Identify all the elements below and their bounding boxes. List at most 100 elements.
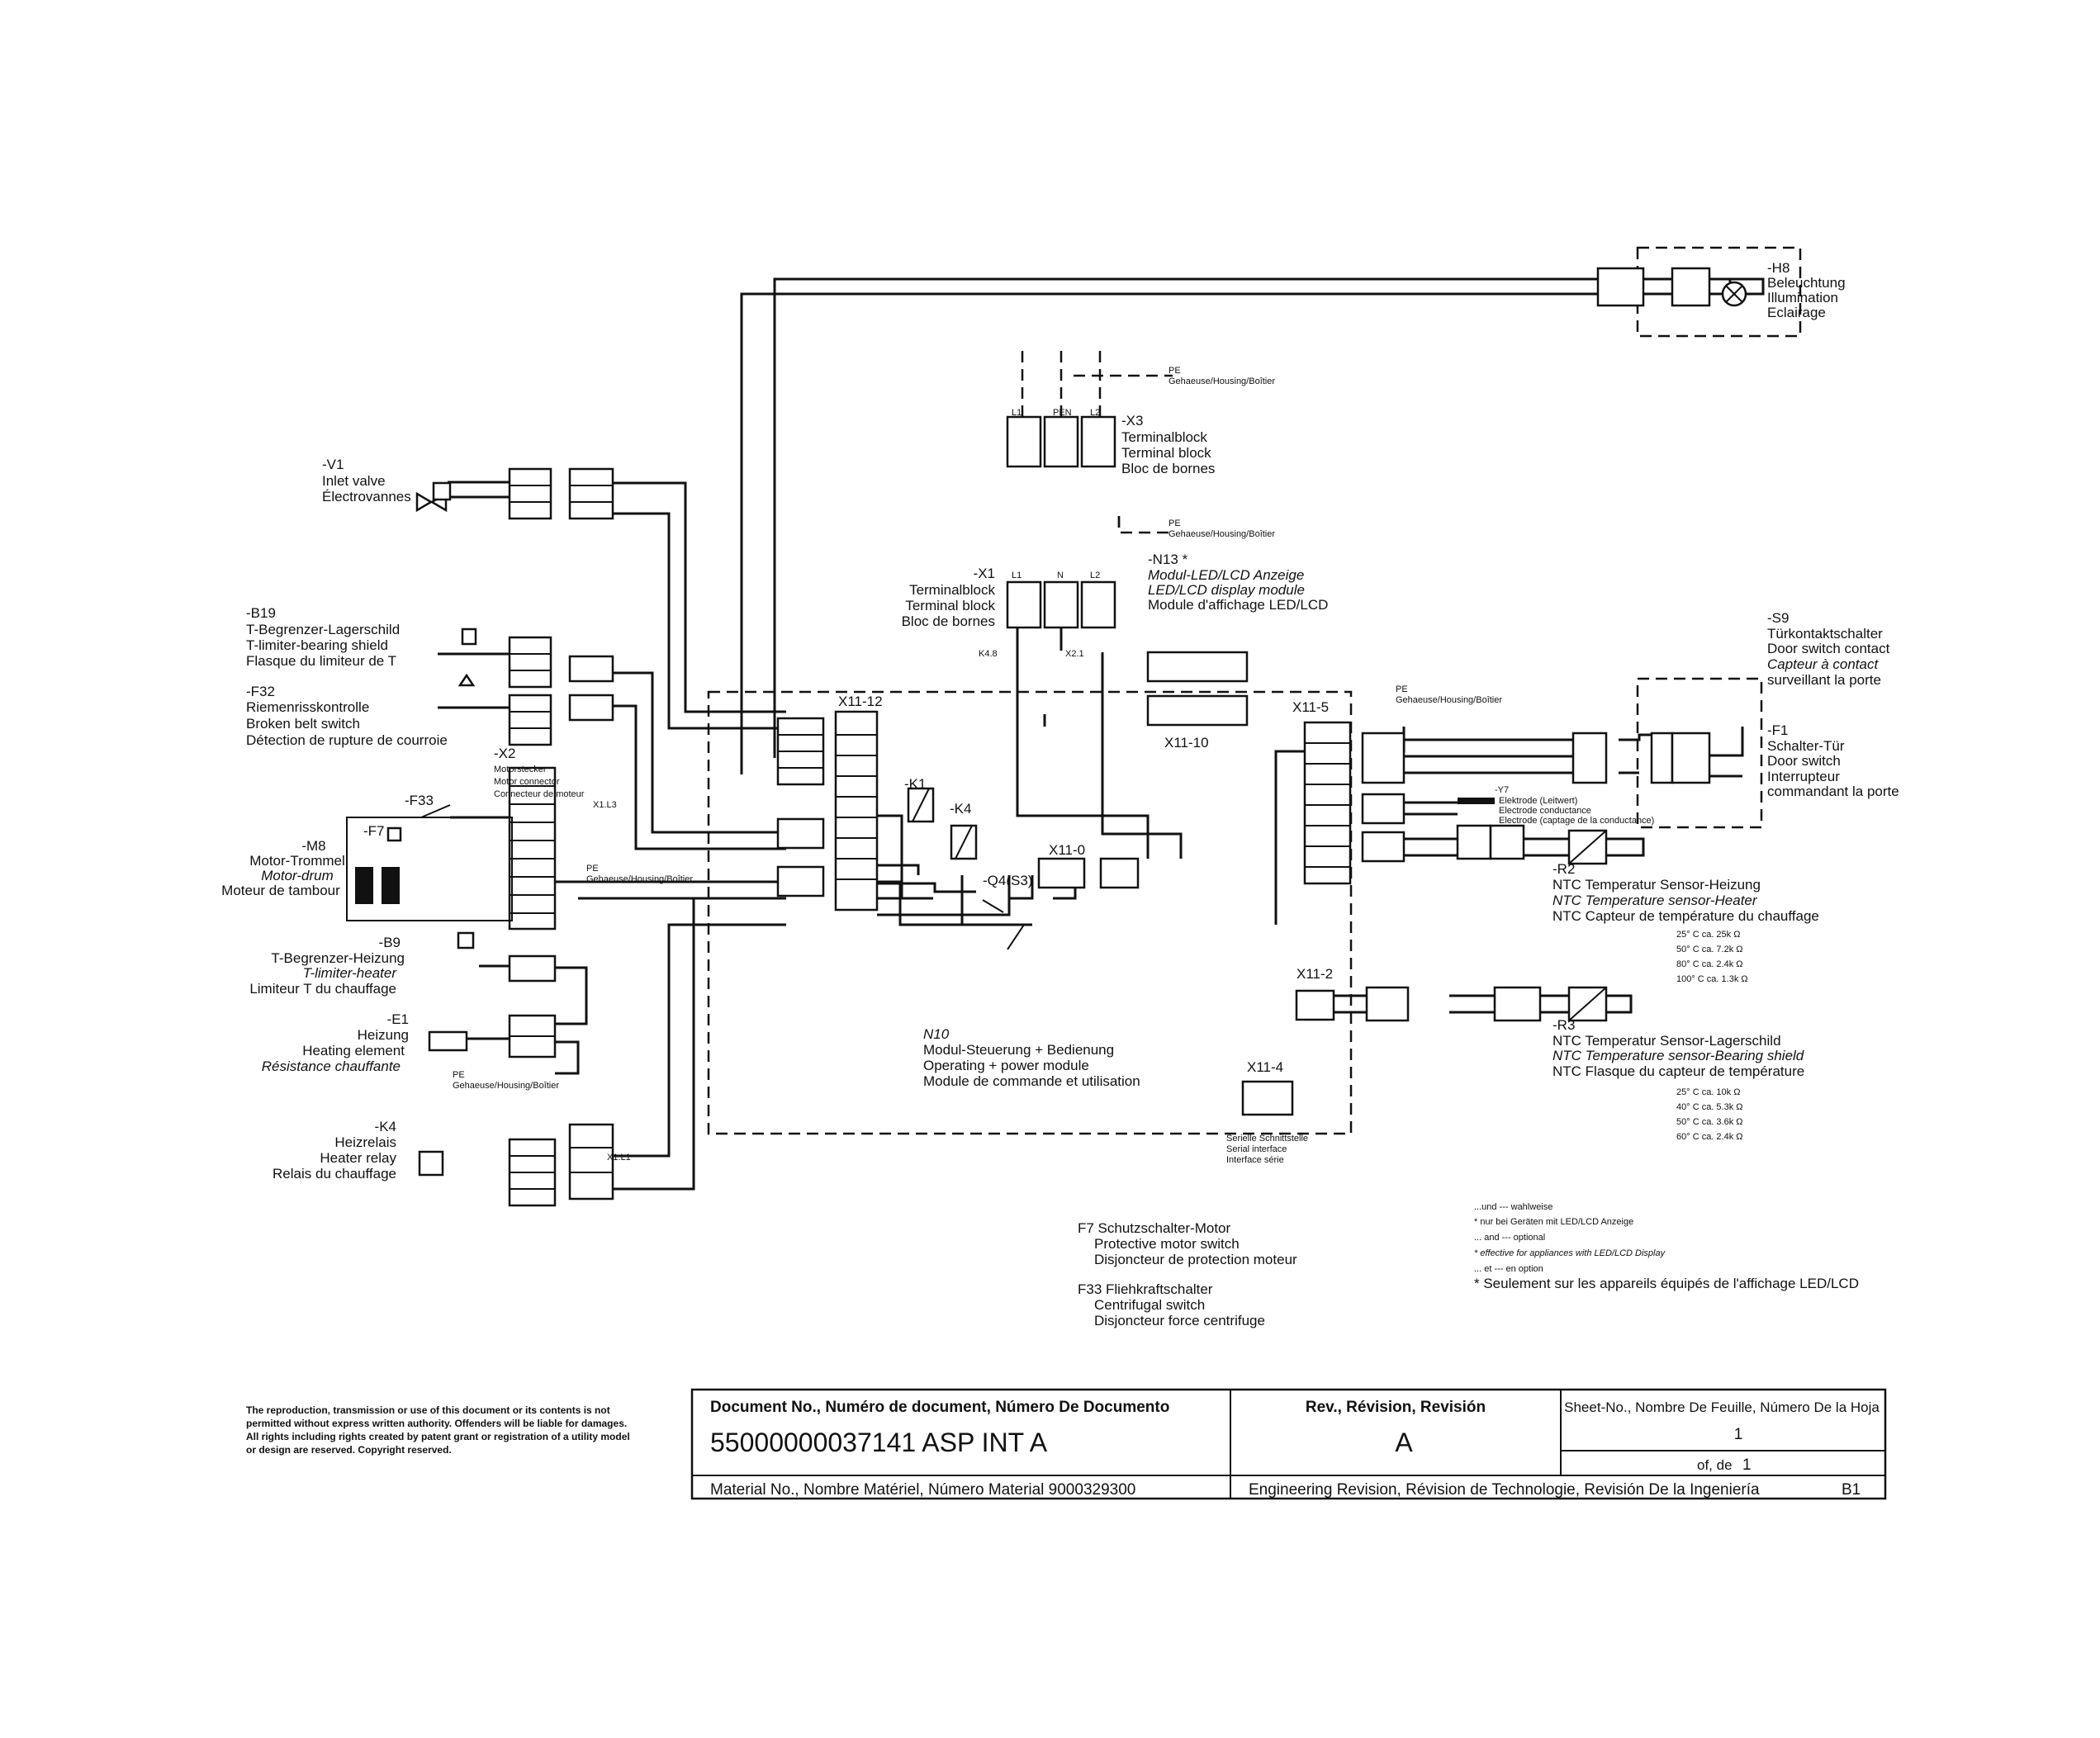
svg-text:-H8: -H8 [1767, 260, 1790, 276]
svg-text:X11-10: X11-10 [1164, 735, 1209, 751]
svg-text:Elektrode (Leitwert): Elektrode (Leitwert) [1499, 796, 1577, 806]
svg-text:X11-5: X11-5 [1292, 699, 1329, 715]
engineering-revision: Engineering Revision, Révision de Techno… [1249, 1481, 1760, 1499]
svg-text:-F33: -F33 [405, 793, 434, 808]
svg-text:NTC Temperature sensor-Heater: NTC Temperature sensor-Heater [1552, 893, 1758, 908]
label-x2: -X2 Motorstecker Motor connector Connect… [494, 746, 585, 799]
svg-text:-E1: -E1 [387, 1011, 409, 1027]
svg-text:Protective motor switch: Protective motor switch [1094, 1236, 1240, 1252]
svg-text:NTC Temperatur Sensor-Lagersch: NTC Temperatur Sensor-Lagerschild [1552, 1033, 1781, 1049]
label-m8: -M8 Motor-Trommel Motor-drum Moteur de t… [221, 838, 345, 898]
svg-text:Door switch contact: Door switch contact [1767, 641, 1890, 656]
svg-text:Beleuchtung: Beleuchtung [1767, 275, 1846, 291]
engineering-revision-value: B1 [1842, 1481, 1861, 1499]
label-e1: -E1 Heizung Heating element Résistance c… [262, 1011, 409, 1074]
svg-text:Flasque du limiteur de T: Flasque du limiteur de T [246, 653, 396, 669]
symbols [346, 281, 1747, 1177]
svg-text:Heater relay: Heater relay [320, 1150, 396, 1166]
svg-text:Motor connector: Motor connector [494, 777, 560, 787]
svg-text:X11-4: X11-4 [1247, 1059, 1283, 1075]
label-b9: -B9 T-Begrenzer-Heizung T-limiter-heater… [249, 935, 405, 997]
svg-text:-K4: -K4 [375, 1119, 396, 1134]
svg-text:X2.1: X2.1 [1065, 649, 1084, 659]
svg-text:-M8: -M8 [301, 838, 325, 854]
svg-text:-F1: -F1 [1767, 722, 1789, 738]
svg-text:100° C ca. 1.3k Ω: 100° C ca. 1.3k Ω [1676, 974, 1748, 984]
svg-text:-S9: -S9 [1767, 610, 1789, 626]
svg-text:Gehaeuse/Housing/Boîtier: Gehaeuse/Housing/Boîtier [1396, 695, 1502, 705]
svg-text:40° C ca. 5.3k Ω: 40° C ca. 5.3k Ω [1676, 1102, 1743, 1112]
svg-text:Moteur de tambour: Moteur de tambour [221, 883, 340, 898]
svg-text:Relais du chauffage: Relais du chauffage [273, 1166, 396, 1182]
svg-text:Terminalblock: Terminalblock [1121, 429, 1207, 445]
svg-text:T-Begrenzer-Heizung: T-Begrenzer-Heizung [271, 950, 405, 966]
svg-text:Broken belt switch: Broken belt switch [246, 716, 360, 732]
svg-text:PE: PE [1169, 519, 1181, 528]
svg-text:L2: L2 [1090, 571, 1100, 580]
label-f32: -F32 Riemenrisskontrolle Broken belt swi… [246, 684, 448, 748]
svg-text:-X1: -X1 [974, 566, 995, 581]
svg-text:Électrovannes: Électrovannes [322, 489, 411, 504]
svg-text:Capteur à contact: Capteur à contact [1767, 656, 1879, 672]
doc-no-label: Document No., Numéro de document, Número… [710, 1399, 1169, 1416]
svg-text:* Seulement sur les appareils: * Seulement sur les appareils équipés de… [1474, 1276, 1859, 1291]
svg-text:Terminal block: Terminal block [1121, 445, 1211, 461]
svg-text:Disjoncteur de protection mote: Disjoncteur de protection moteur [1094, 1252, 1297, 1267]
svg-text:NTC Temperature sensor-Bearing: NTC Temperature sensor-Bearing shield [1552, 1048, 1804, 1063]
svg-text:L2: L2 [1090, 408, 1100, 418]
svg-text:K4.8: K4.8 [979, 649, 998, 659]
label-h8: -H8 Beleuchtung Illumination Eclairage [1767, 260, 1846, 320]
svg-text:-B9: -B9 [379, 935, 401, 950]
svg-text:Bloc de bornes: Bloc de bornes [1121, 461, 1215, 476]
label-f7: -F7 [363, 823, 385, 839]
of-label: of, de [1697, 1457, 1733, 1473]
label-relays: -K1 -K4 -Q4(S3) [904, 776, 1032, 888]
svg-text:Heizung: Heizung [358, 1027, 409, 1043]
svg-text:or design are reserved. Copyri: or design are reserved. Copyright reserv… [246, 1444, 452, 1456]
label-x3: -X3 Terminalblock Terminal block Bloc de… [1121, 413, 1215, 476]
svg-text:X1.L3: X1.L3 [593, 800, 617, 810]
rev-value: A [1395, 1428, 1413, 1457]
svg-text:T-limiter-heater: T-limiter-heater [303, 965, 398, 981]
svg-text:Türkontaktschalter: Türkontaktschalter [1767, 626, 1883, 642]
svg-text:25° C ca. 25k Ω: 25° C ca. 25k Ω [1676, 930, 1740, 940]
note-f33: F33 Fliehkraftschalter Centrifugal switc… [1078, 1281, 1265, 1328]
svg-text:NTC Flasque du capteur de temp: NTC Flasque du capteur de température [1552, 1063, 1804, 1079]
svg-text:-Y7: -Y7 [1495, 785, 1509, 795]
svg-text:Motorstecker: Motorstecker [494, 765, 547, 774]
svg-text:80° C ca. 2.4k Ω: 80° C ca. 2.4k Ω [1676, 959, 1743, 969]
sheet-value: 1 [1734, 1426, 1743, 1443]
svg-text:... and --- optional: ... and --- optional [1474, 1233, 1545, 1243]
svg-text:F33 Fliehkraftschalter: F33 Fliehkraftschalter [1078, 1281, 1213, 1297]
svg-text:PE: PE [1169, 366, 1181, 376]
svg-text:Electrode (captage de la condu: Electrode (captage de la conductance) [1499, 816, 1654, 826]
legal-notice: The reproduction, transmission or use of… [246, 1404, 630, 1456]
svg-text:Riemenrisskontrolle: Riemenrisskontrolle [246, 699, 369, 715]
svg-text:-K4: -K4 [950, 801, 971, 817]
svg-text:Centrifugal switch: Centrifugal switch [1094, 1297, 1205, 1313]
label-f33: -F33 [405, 793, 434, 808]
svg-text:PEN: PEN [1053, 408, 1072, 418]
label-pe-points: PE Gehaeuse/Housing/Boîtier PE Gehaeuse/… [586, 366, 1502, 884]
svg-text:PE: PE [1396, 684, 1408, 694]
label-n10: N10 Modul-Steuerung + Bedienung Operatin… [923, 1026, 1140, 1089]
svg-text:50° C ca. 3.6k Ω: 50° C ca. 3.6k Ω [1676, 1117, 1743, 1127]
svg-text:Interrupteur: Interrupteur [1767, 769, 1840, 784]
r3-values: 25° C ca. 10k Ω 40° C ca. 5.3k Ω 50° C c… [1676, 1087, 1743, 1142]
svg-text:* nur bei Geräten mit LED/LCD: * nur bei Geräten mit LED/LCD Anzeige [1474, 1217, 1633, 1227]
svg-text:N10: N10 [923, 1026, 950, 1042]
svg-text:-V1: -V1 [322, 457, 344, 472]
svg-text:Terminal block: Terminal block [905, 598, 995, 613]
svg-text:N: N [1057, 571, 1064, 580]
wiring-lines [438, 277, 1765, 1191]
svg-text:LED/LCD display module: LED/LCD display module [1148, 582, 1305, 598]
label-electrode: -Y7 Elektrode (Leitwert) Electrode condu… [1495, 785, 1654, 826]
svg-text:NTC Temperatur Sensor-Heizung: NTC Temperatur Sensor-Heizung [1552, 877, 1761, 893]
svg-text:permitted without express writ: permitted without express written author… [246, 1418, 627, 1429]
svg-text:Disjoncteur force centrifuge: Disjoncteur force centrifuge [1094, 1313, 1265, 1328]
svg-text:-B19: -B19 [246, 605, 276, 621]
svg-text:F7 Schutzschalter-Motor: F7 Schutzschalter-Motor [1078, 1220, 1231, 1236]
svg-text:-F32: -F32 [246, 684, 275, 699]
svg-text:PE: PE [586, 864, 599, 874]
svg-text:Gehaeuse/Housing/Boîtier: Gehaeuse/Housing/Boîtier [1169, 376, 1275, 386]
